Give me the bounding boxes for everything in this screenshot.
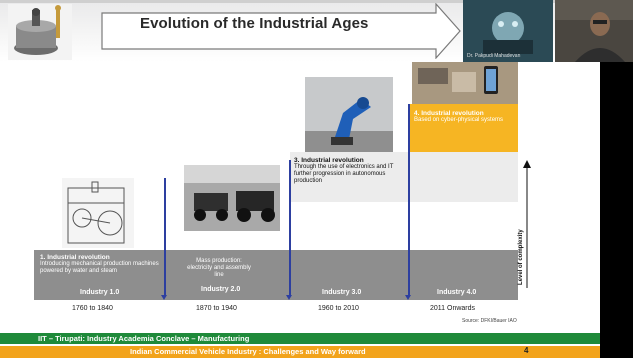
robot-hand-image [463,0,553,62]
era-3-arrow [405,104,411,300]
era-1-arrow [161,178,167,300]
industry-2-years: 1870 to 1940 [196,305,237,312]
revolution-4-description: Based on cyber-physical systems [414,117,504,123]
complexity-arrow [523,160,531,288]
slide-title: Evolution of the Industrial Ages [140,15,369,32]
industry-2-label: Industry 2.0 [201,286,241,293]
footer-divider [0,344,633,346]
footer-orange-bar [0,346,633,358]
revolution-4-block: 4. Industrial revolution Based on cyber-… [414,110,514,124]
right-black-margin [600,62,633,358]
steam-engine-photo [62,178,134,248]
revolution-3-block: 3. Industrial revolution Through the use… [294,157,404,185]
industrial-robot-photo [305,77,393,153]
revolution-4-title: 4. Industrial revolution [414,110,484,117]
footer-green-bar [0,333,633,344]
revolution-1-title: 1. Industrial revolution [40,254,110,261]
title-arrow-shape [101,3,461,59]
source-note: Source: DFKI/Bauer IAO [462,318,517,324]
era-2-arrow [286,160,292,300]
step-4-highlight [410,104,518,152]
industry-3-label: Industry 3.0 [322,289,362,296]
header-strip [0,0,633,3]
industry-1-years: 1760 to 1840 [72,305,113,312]
participant-video-tile[interactable]: Dr. Pakpudi Mahadevan [463,0,553,62]
assembly-line-photo [184,165,280,231]
footer-conclave-text: IIT – Tirupati: Industry Academia Concla… [38,334,250,343]
revolution-2-description: Mass production: electricity and assembl… [187,258,251,278]
step-3-background [290,152,518,202]
revolution-2-block: Mass production: electricity and assembl… [184,258,254,279]
slide-page-number: 4 [524,346,529,355]
revolution-3-description: Through the use of electronics and IT fu… [294,164,394,184]
revolution-1-description: Introducing mechanical production machin… [40,261,159,274]
participant-name: Dr. Pakpudi Mahadevan [467,53,521,59]
timeline-band [34,250,518,300]
revolution-1-block: 1. Industrial revolution Introducing mec… [40,254,160,275]
speaker-video-tile[interactable] [555,0,633,62]
industry-1-label: Industry 1.0 [80,289,120,296]
industry-3-years: 1960 to 2010 [318,305,359,312]
footer-topic-text: Indian Commercial Vehicle Industry : Cha… [130,347,366,356]
industry-4-label: Industry 4.0 [437,289,477,296]
cyber-physical-photo [412,62,518,104]
industry-4-years: 2011 Onwards [430,305,476,312]
speaker-image [555,0,633,62]
steam-machine-icon [8,4,72,60]
complexity-label: Level of complexity [518,229,524,285]
revolution-3-title: 3. Industrial revolution [294,157,364,164]
